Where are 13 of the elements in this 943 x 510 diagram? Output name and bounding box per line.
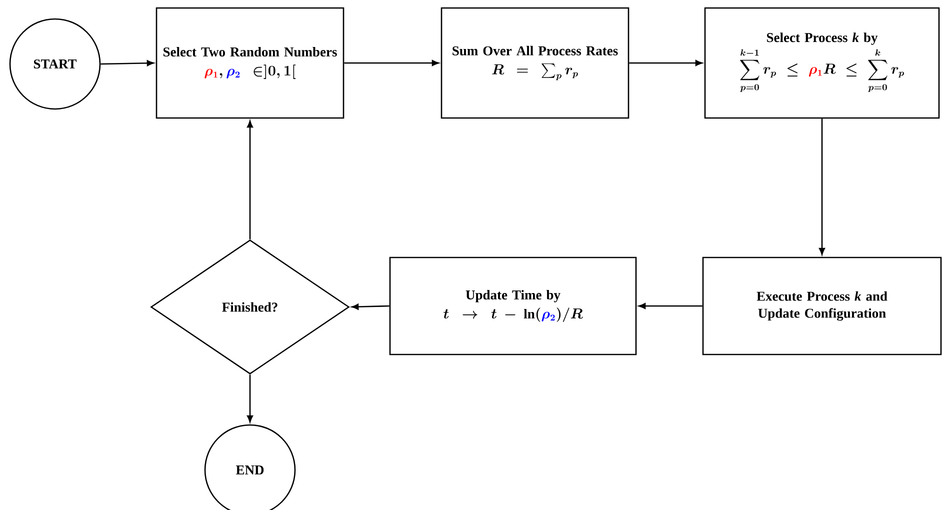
arrow xyxy=(247,120,253,240)
arrow xyxy=(629,60,702,66)
arrow xyxy=(344,60,439,66)
arrow xyxy=(638,303,702,309)
process-box: Update Time by $t \rightarrow t - \ln(\textcolor{blue}{\rho_2})/R$ xyxy=(389,256,637,356)
process-box: Sum Over All Process Rates $R = \sum_p r_p$ xyxy=(440,7,630,119)
arrow xyxy=(100,60,154,66)
process-box: Select Process k by $\sum_{p=0}^{k-1} r_p \leq \textcolor{red}{\rho_1} R \leq \sum_{p=0}^{k} r_p$ xyxy=(704,7,940,119)
process-box: Execute Process k and Update Configuration xyxy=(702,256,942,356)
arrow xyxy=(352,304,390,310)
arrow xyxy=(819,118,825,255)
arrow xyxy=(247,374,253,422)
process-box: Select Two Random Numbers $\textcolor{red}{\rho_1}, \textcolor{blue}{\rho_2} \in ]0,1[$ xyxy=(156,7,344,119)
